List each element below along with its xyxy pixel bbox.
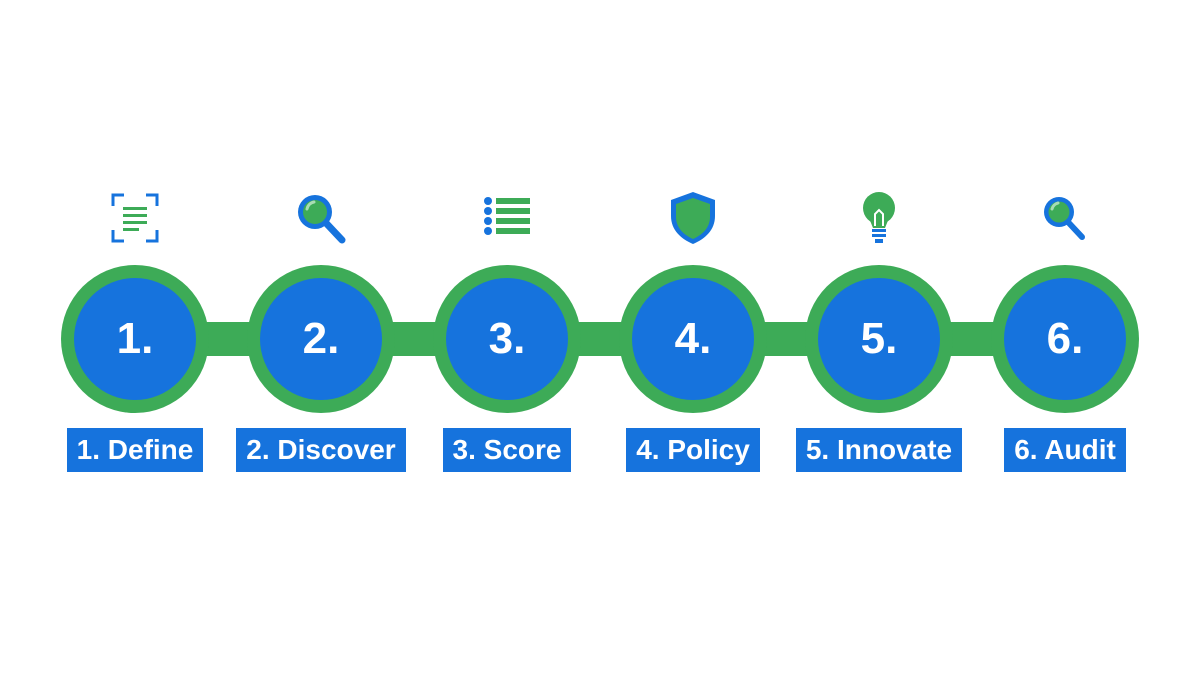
step-node: 5. <box>805 265 953 413</box>
step-node: 1. <box>61 265 209 413</box>
step-4: 4. 4. Policy <box>593 0 793 675</box>
step-label-text: 4. Policy <box>626 428 760 472</box>
step-label: 5. Innovate <box>779 428 979 472</box>
list-icon <box>477 190 537 246</box>
magnifier-icon <box>291 190 351 246</box>
step-label-text: 5. Innovate <box>795 428 963 472</box>
step-label: 2. Discover <box>221 428 421 472</box>
step-node-core: 6. <box>1004 278 1126 400</box>
magnifier-icon <box>1035 190 1095 246</box>
step-label: 3. Score <box>407 428 607 472</box>
step-label-text: 3. Score <box>442 428 572 472</box>
step-node-core: 1. <box>74 278 196 400</box>
step-node: 4. <box>619 265 767 413</box>
step-node-core: 5. <box>818 278 940 400</box>
step-label-text: 2. Discover <box>236 428 406 472</box>
shield-icon <box>663 190 723 246</box>
step-node-core: 4. <box>632 278 754 400</box>
step-number: 5. <box>860 314 898 363</box>
step-number: 2. <box>302 314 340 363</box>
step-6: 6. 6. Audit <box>965 0 1165 675</box>
step-2: 2. 2. Discover <box>221 0 421 675</box>
step-label: 6. Audit <box>965 428 1165 472</box>
step-5: 5. 5. Innovate <box>779 0 979 675</box>
step-number: 1. <box>116 314 154 363</box>
step-number: 3. <box>488 314 526 363</box>
step-label-text: 1. Define <box>66 428 204 472</box>
step-3: 3. 3. Score <box>407 0 607 675</box>
document-scan-icon <box>105 190 165 246</box>
step-1: 1. 1. Define <box>35 0 235 675</box>
step-label: 1. Define <box>35 428 235 472</box>
step-node-core: 2. <box>260 278 382 400</box>
step-label: 4. Policy <box>593 428 793 472</box>
step-number: 4. <box>674 314 712 363</box>
lightbulb-icon <box>849 190 909 246</box>
step-node: 2. <box>247 265 395 413</box>
step-number: 6. <box>1046 314 1084 363</box>
step-node-core: 3. <box>446 278 568 400</box>
step-node: 6. <box>991 265 1139 413</box>
step-label-text: 6. Audit <box>1004 428 1126 472</box>
step-node: 3. <box>433 265 581 413</box>
